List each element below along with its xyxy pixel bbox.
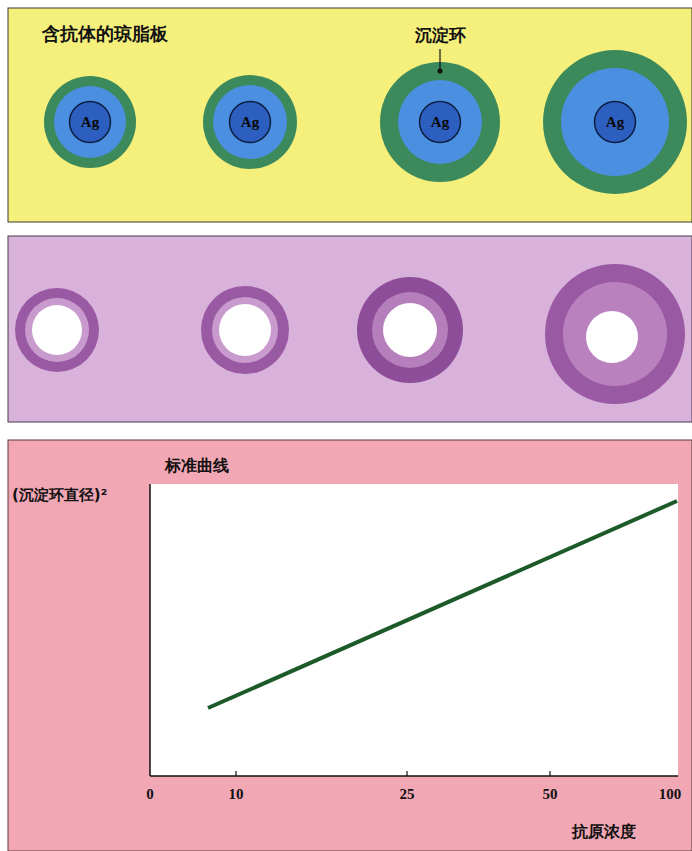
- plot-area: [150, 484, 678, 776]
- tick-label: 100: [659, 786, 682, 803]
- leader-line: [439, 49, 440, 70]
- x-axis: [150, 775, 678, 777]
- antigen-well: [219, 304, 271, 356]
- callout-label: 沉淀环: [415, 24, 466, 47]
- precipitin-ring: [201, 286, 289, 374]
- diffusion-zone: [398, 80, 482, 164]
- x-ticks: [236, 771, 550, 776]
- tick-label: 50: [543, 786, 558, 803]
- antigen-label: Ag: [81, 114, 99, 131]
- tick-label: 10: [229, 786, 244, 803]
- precipitin-ring: [380, 62, 500, 182]
- precipitin-ring: [357, 277, 463, 383]
- antigen-well: [32, 305, 82, 355]
- precipitin-ring: [203, 75, 297, 169]
- standard-curve-line: [208, 501, 677, 708]
- chart-title: 标准曲线: [165, 456, 229, 477]
- antigen-well: Ag: [593, 100, 637, 144]
- diffusion-zone: [54, 86, 126, 158]
- photo-rings: [15, 264, 685, 404]
- antigen-well: [383, 303, 437, 357]
- tick-label: 0: [146, 786, 154, 803]
- antigen-circle: [230, 102, 271, 143]
- precipitin-ring: [545, 264, 685, 404]
- tick: [235, 771, 236, 776]
- antigen-label: Ag: [606, 114, 624, 131]
- diffusion-zone: [372, 292, 448, 368]
- agar-plate-panel: [8, 8, 692, 222]
- diffusion-zone: [561, 68, 669, 176]
- antigen-well: Ag: [68, 100, 112, 144]
- y-axis-label: (沉淀环直径)²: [12, 486, 107, 505]
- chart-panel: [8, 440, 692, 851]
- tick-label: 25: [400, 786, 415, 803]
- x-axis-label: 抗原浓度: [572, 822, 636, 843]
- antigen-label: Ag: [241, 114, 259, 131]
- diffusion-zone: [213, 85, 287, 159]
- panel-title: 含抗体的琼脂板: [42, 23, 168, 44]
- precipitin-ring: [15, 288, 99, 372]
- precipitin-ring: [543, 50, 687, 194]
- tick: [406, 771, 407, 776]
- agar-plate: 含抗体的琼脂板 Ag Ag Ag Ag: [8, 8, 692, 222]
- photo-panel: [8, 236, 692, 422]
- antigen-well: Ag: [228, 100, 272, 144]
- y-axis: [149, 484, 151, 776]
- antigen-label: Ag: [431, 114, 449, 131]
- diffusion-zone: [563, 282, 667, 386]
- antigen-well: Ag: [418, 100, 462, 144]
- tick: [549, 771, 550, 776]
- diffusion-zone: [212, 297, 278, 363]
- panel-title-box: 含抗体的琼脂板: [42, 22, 168, 46]
- diffusion-zone: [25, 298, 89, 362]
- precipitin-ring: [44, 76, 136, 168]
- antigen-circle: [70, 102, 111, 143]
- antigen-well: [586, 311, 638, 363]
- antigen-circle: [420, 102, 461, 143]
- antigen-circle: [595, 102, 636, 143]
- leader-dot: [438, 69, 443, 74]
- diffusion-rings: [44, 50, 687, 194]
